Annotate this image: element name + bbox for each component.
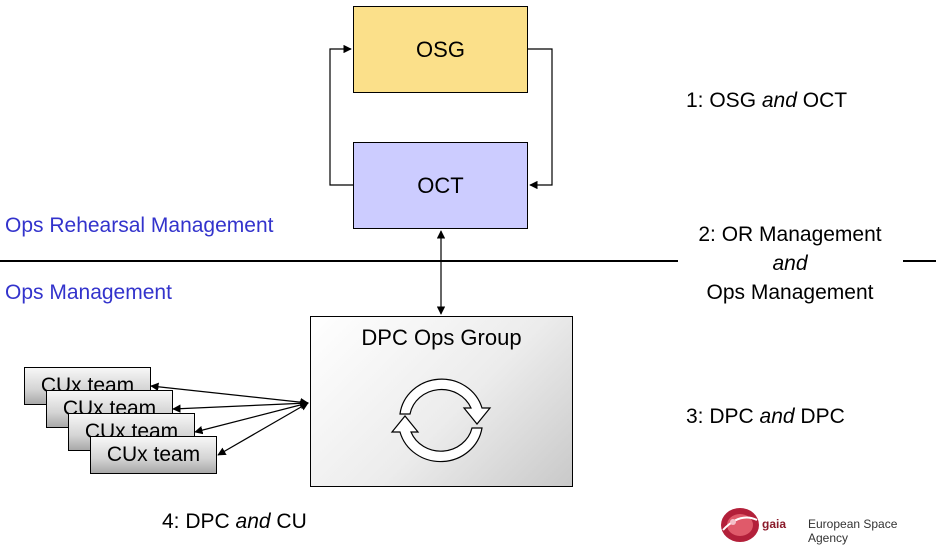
agency-name: European Space Agency xyxy=(808,517,898,545)
cycle-icon xyxy=(390,378,492,463)
oct-label: OCT xyxy=(417,172,464,198)
note-1: 1: OSG and OCT xyxy=(686,89,848,112)
arrow-dpc-cu1 xyxy=(150,382,309,407)
note-2: 2: OR Management and Ops Management xyxy=(698,223,882,304)
gaia-logo-icon xyxy=(721,508,759,542)
gaia-logo-word: gaia xyxy=(762,517,787,531)
ops-management-label: Ops Management xyxy=(5,281,172,304)
oct-box: OCT xyxy=(353,142,528,229)
cu-team-box-4: CUx team xyxy=(90,436,217,474)
note-4: 4: DPC and CU xyxy=(162,510,307,533)
dpc-ops-group-label: DPC Ops Group xyxy=(361,325,522,350)
arrow-dpc-cu4 xyxy=(217,402,309,456)
ops-rehearsal-label: Ops Rehearsal Management xyxy=(5,214,274,237)
note-3: 3: DPC and DPC xyxy=(686,405,845,428)
osg-label: OSG xyxy=(416,36,465,62)
loop-arrow-oct-to-osg xyxy=(329,44,353,186)
dpc-ops-group-box: DPC Ops Group xyxy=(310,316,573,487)
loop-arrow-osg-to-oct xyxy=(528,48,553,190)
osg-box: OSG xyxy=(353,6,528,93)
